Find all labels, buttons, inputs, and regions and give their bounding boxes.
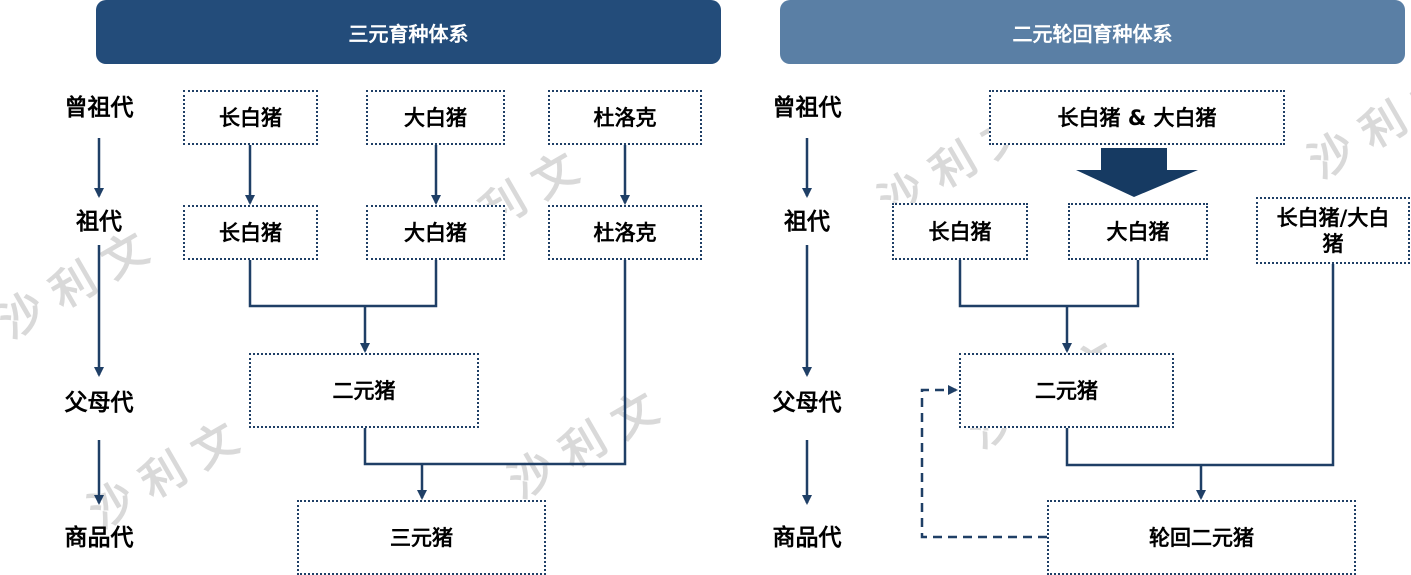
generation-label: 父母代 (772, 390, 842, 416)
node-ggp-landrace: 长白猪 (183, 90, 318, 145)
connector-line (363, 260, 627, 466)
node-gp-yorkshire: 大白猪 (366, 205, 505, 260)
node-parent-two-way: 二元猪 (249, 353, 479, 428)
connector-line (958, 260, 1140, 308)
node-ggp-landrace-yorkshire: 长白猪 & 大白猪 (989, 90, 1285, 145)
node-ggp-yorkshire: 大白猪 (366, 90, 505, 145)
node-commercial-rotational: 轮回二元猪 (1047, 500, 1356, 575)
node-commercial-three-way: 三元猪 (297, 500, 546, 575)
panel-title-three-way: 三元育种体系 (96, 0, 721, 64)
generation-label: 父母代 (64, 390, 134, 416)
generation-label: 商品代 (772, 525, 842, 551)
generation-label: 曾祖代 (64, 95, 134, 121)
generation-label: 祖代 (784, 209, 830, 235)
generation-label: 曾祖代 (772, 95, 842, 121)
panel-title-rotational: 二元轮回育种体系 (780, 0, 1405, 64)
generation-label: 商品代 (64, 525, 134, 551)
node-gp-landrace: 长白猪 (183, 205, 318, 260)
connector-line (248, 260, 438, 308)
node-gp-landrace: 长白猪 (892, 203, 1028, 260)
node-parent-two-way: 二元猪 (959, 353, 1174, 428)
node-ggp-duroc: 杜洛克 (548, 90, 702, 145)
node-gp-yorkshire: 大白猪 (1068, 203, 1208, 260)
node-gp-duroc: 杜洛克 (548, 205, 702, 260)
rotation-feedback-arrow (920, 385, 1047, 539)
node-gp-landrace-or-yorkshire: 长白猪/大白猪 (1256, 197, 1410, 264)
big-down-arrow (1076, 148, 1198, 197)
generation-label: 祖代 (76, 209, 122, 235)
